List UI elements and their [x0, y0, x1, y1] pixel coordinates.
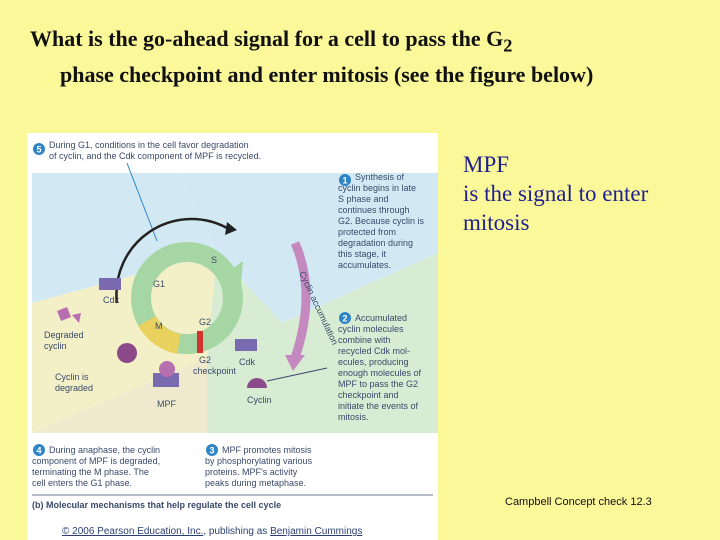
step-1-line: protected from [338, 227, 396, 237]
step-4-badge [33, 444, 45, 456]
mpf-cyclin-shape [117, 343, 137, 363]
step-4-text: During anaphase, the cyclin component of… [32, 445, 163, 488]
answer-line: is the signal to enter [463, 181, 649, 206]
g2-checkpoint-line: G2 [199, 355, 211, 365]
cyclin-leader [266, 367, 328, 382]
phase-m-label: M [155, 321, 163, 331]
step-5-badge [33, 143, 45, 155]
cyclin-is-degraded-line: Cyclin is [55, 372, 89, 382]
cycle-arrow-head [227, 261, 243, 283]
step-4-line: cell enters the G1 phase. [32, 478, 132, 488]
step-3-line: MPF promotes mitosis [222, 445, 312, 455]
zone-m [32, 253, 217, 433]
step-2-line: cyclin molecules [338, 324, 404, 334]
step-1-number: 1 [342, 176, 347, 186]
step-1-line: accumulates. [338, 260, 391, 270]
answer-line: mitosis [463, 210, 530, 235]
phase-s-label: S [211, 255, 217, 265]
step-4-number: 4 [36, 446, 41, 456]
cell-cycle-diagram: 5 During G1, conditions in the cell favo… [32, 140, 438, 510]
degraded-cyclin-line: Degraded [44, 330, 84, 340]
citation-text: Campbell Concept check 12.3 [505, 496, 652, 508]
step-2-badge [339, 312, 351, 324]
phase-g1-label: G1 [153, 279, 165, 289]
figure-caption: (b) Molecular mechanisms that help regul… [32, 500, 281, 510]
cdk-left-shape [99, 278, 121, 290]
cyclin-accumulation-arrow [290, 241, 311, 360]
cell-cycle-ring [131, 242, 243, 354]
step-5-line: During G1, conditions in the cell favor … [49, 140, 249, 150]
step-1-line: degradation during [338, 238, 413, 248]
copyright-publisher: Benjamin Cummings [270, 526, 363, 537]
copyright-prefix: © 2006 Pearson Education, Inc. [62, 526, 204, 537]
question-line1: What is the go-ahead signal for a cell t… [30, 24, 700, 60]
step-1-line: this stage, it [338, 249, 387, 259]
step-5-leader [126, 162, 158, 242]
cyclin-label: Cyclin [247, 395, 272, 405]
phase-g2-label: G2 [199, 317, 211, 327]
mpf-label: MPF [157, 399, 177, 409]
step-3-line: by phosphorylating various [205, 456, 313, 466]
step-2-number: 2 [342, 314, 347, 324]
step-2-line: recycled Cdk mol- [338, 346, 410, 356]
answer-text: MPF is the signal to enter mitosis [463, 150, 713, 237]
question-subscript: 2 [503, 35, 513, 56]
step-2-text: Accumulated cyclin molecules combine wit… [338, 313, 424, 422]
g2-checkpoint-label: G2 checkpoint [193, 355, 237, 376]
zone-s [177, 173, 438, 323]
step-1-line: continues through [338, 205, 410, 215]
step-5-number: 5 [36, 145, 41, 155]
step-4-line: component of MPF is degraded, [32, 456, 160, 466]
question-line2: phase checkpoint and enter mitosis (see … [60, 62, 594, 88]
step-1-line: S phase and [338, 194, 389, 204]
degraded-cyclin-line: cyclin [44, 341, 67, 351]
g2-checkpoint-marker [197, 331, 203, 353]
step-2-line: mitosis. [338, 412, 369, 422]
step-1-text: Synthesis of cyclin begins in late S pha… [338, 172, 427, 270]
copyright-mid: , publishing as [203, 526, 271, 537]
step-5-line: of cyclin, and the Cdk component of MPF … [49, 151, 261, 161]
step-1-line: G2. Because cyclin is [338, 216, 425, 226]
degraded-cyclin-fragment [72, 313, 81, 323]
g2-checkpoint-line: checkpoint [193, 366, 237, 376]
step-3-number: 3 [209, 446, 214, 456]
step-2-line: ecules, producing [338, 357, 409, 367]
step-2-line: Accumulated [355, 313, 407, 323]
answer-line: MPF [463, 152, 510, 177]
cell-cycle-figure: 5 During G1, conditions in the cell favo… [27, 133, 438, 540]
step-2-line: initiate the events of [338, 401, 419, 411]
step-3-line: peaks during metaphase. [205, 478, 306, 488]
cdk-left-label: Cdk [103, 295, 120, 305]
step-4-line: During anaphase, the cyclin [49, 445, 160, 455]
mpf-cyclin-bound [159, 361, 175, 377]
zone-g1 [32, 173, 217, 303]
step-4-line: terminating the M phase. The [32, 467, 149, 477]
outer-arrow-head [225, 222, 237, 235]
step-2-line: MPF to pass the G2 [338, 379, 418, 389]
mpf-cdk-shape [153, 373, 179, 387]
copyright-notice: © 2006 Pearson Education, Inc., publishi… [62, 526, 362, 537]
cyclin-accumulation-arrow-head [285, 355, 305, 371]
step-2-line: enough molecules of [338, 368, 422, 378]
step-1-line: Synthesis of [355, 172, 405, 182]
step-2-line: checkpoint and [338, 390, 399, 400]
cyclin-is-degraded-line: degraded [55, 383, 93, 393]
step-3-line: proteins. MPF's activity [205, 467, 298, 477]
step-2-line: combine with [338, 335, 391, 345]
step-3-badge [206, 444, 218, 456]
degraded-cyclin-label: Degraded cyclin [44, 330, 86, 351]
step-5-text: During G1, conditions in the cell favor … [49, 140, 261, 161]
question-text: What is the go-ahead signal for a cell t… [30, 24, 700, 90]
question-line1-text: What is the go-ahead signal for a cell t… [30, 26, 504, 51]
m-phase-arc [138, 315, 182, 354]
cyclin-shape [247, 378, 267, 388]
step-1-line: cyclin begins in late [338, 183, 416, 193]
cdk-right-label: Cdk [239, 357, 256, 367]
cyclin-is-degraded-label: Cyclin is degraded [55, 372, 93, 393]
degraded-cyclin-fragment [57, 307, 71, 321]
step-1-badge [339, 174, 351, 186]
cdk-right-shape [235, 339, 257, 351]
step-3-text: MPF promotes mitosis by phosphorylating … [205, 445, 315, 488]
